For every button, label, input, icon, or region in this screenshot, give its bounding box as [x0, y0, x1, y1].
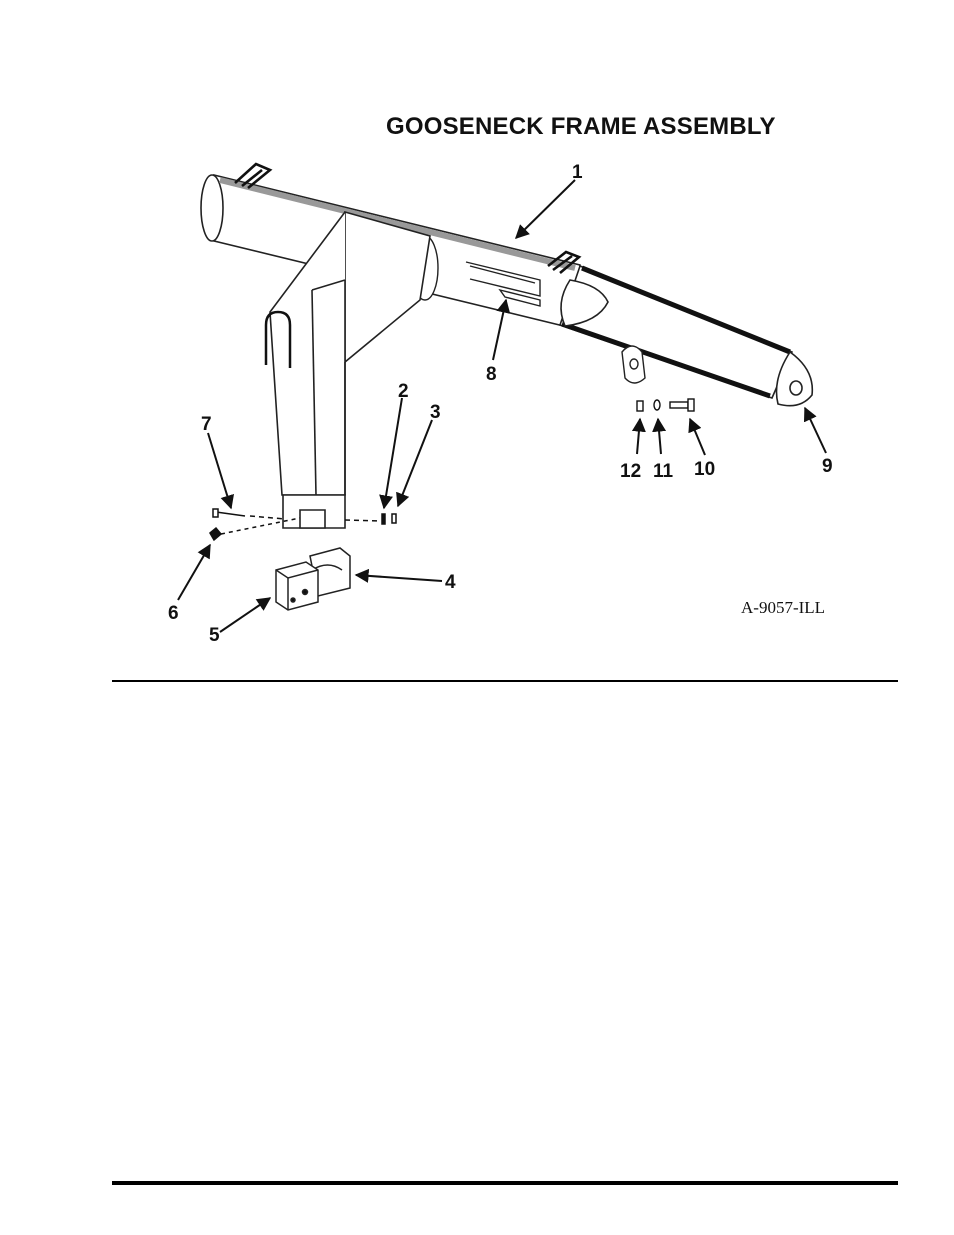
hardware-right: [637, 399, 694, 411]
callout-11: 11: [653, 461, 674, 482]
bottom-divider: [112, 1181, 898, 1185]
callout-5: 5: [209, 625, 220, 646]
figure-id: A-9057-ILL: [741, 598, 825, 618]
callout-2: 2: [398, 381, 409, 402]
mounting-tab: [622, 346, 645, 383]
right-tube: [560, 266, 812, 406]
callout-7: 7: [201, 414, 212, 435]
callout-1: 1: [572, 162, 583, 183]
callout-10: 10: [694, 459, 715, 480]
callout-6: 6: [168, 603, 179, 624]
support-blocks: [276, 548, 350, 610]
top-divider: [112, 680, 898, 682]
callout-9: 9: [822, 456, 833, 477]
callout-4: 4: [445, 572, 456, 593]
callout-12: 12: [620, 461, 641, 482]
callout-3: 3: [430, 402, 441, 423]
callout-8: 8: [486, 364, 497, 385]
